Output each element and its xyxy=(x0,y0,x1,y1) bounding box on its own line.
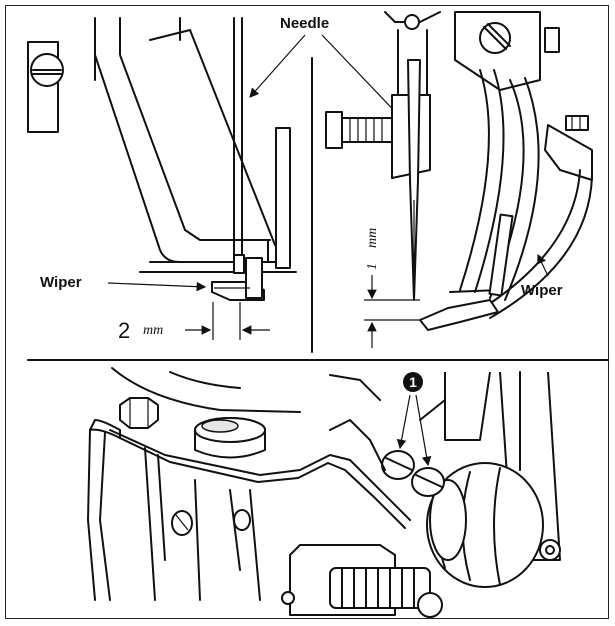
bushing xyxy=(194,417,266,459)
needle-right xyxy=(391,59,431,301)
dimension-value: 2 xyxy=(118,318,130,343)
wiper-arm-left xyxy=(94,29,276,263)
wiper-bracket xyxy=(87,419,411,601)
wiper-mechanism-right xyxy=(419,11,593,331)
wiper-blade-left xyxy=(211,257,265,301)
hex-nut xyxy=(119,397,159,429)
vertical-posts xyxy=(171,479,261,601)
wiper-label-left: Wiper xyxy=(40,274,82,291)
cylinder-body xyxy=(426,462,544,588)
set-screws xyxy=(381,450,445,497)
callout-1: 1 xyxy=(396,372,432,467)
spring-assembly xyxy=(281,544,443,618)
clamp-screw xyxy=(325,111,393,149)
needle-label: Needle xyxy=(280,15,329,32)
dimension-unit-left: mm xyxy=(143,323,163,338)
top-right-panel: mm 1 xyxy=(325,11,593,348)
wiper-label-right: Wiper xyxy=(521,282,563,299)
bottom-panel: 1 xyxy=(87,367,561,618)
dimension-vertical-value: 1 xyxy=(365,263,380,270)
needle-callout: Needle xyxy=(249,15,406,123)
dimension-2mm: 2 mm xyxy=(118,302,270,343)
callout-number: 1 xyxy=(409,374,417,390)
top-left-panel: 2 mm Wiper xyxy=(27,17,297,343)
needle-left xyxy=(233,17,245,274)
left-screw xyxy=(27,41,64,133)
dimension-vertical: mm 1 xyxy=(364,228,420,348)
dimension-unit-vertical: mm xyxy=(365,228,380,248)
wiper-plate-left xyxy=(139,127,297,273)
